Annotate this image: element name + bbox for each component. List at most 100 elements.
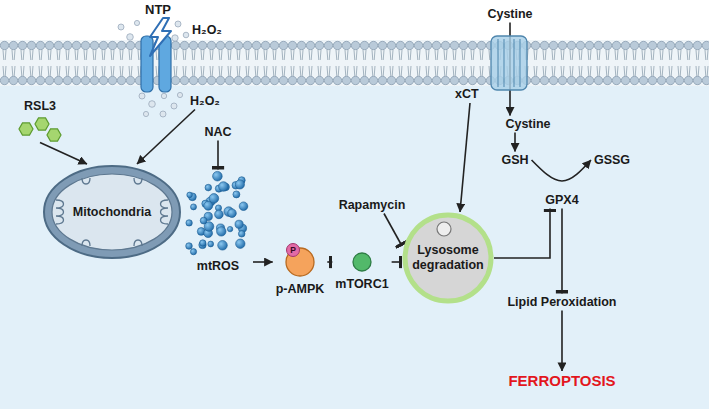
inhibition-line xyxy=(327,261,332,263)
inhibition-line xyxy=(392,261,402,263)
cytoplasm xyxy=(0,62,709,409)
protein-body xyxy=(353,253,371,271)
ros-dot xyxy=(235,179,244,188)
molecule-dot xyxy=(149,101,156,108)
node-text: FERROPTOSIS xyxy=(505,371,618,391)
ros-dot xyxy=(215,210,224,219)
node-text: GPX4 xyxy=(542,192,581,209)
molecule-dot xyxy=(139,93,145,99)
transporter-body xyxy=(491,36,527,90)
node-hex: RSL3 xyxy=(13,98,67,143)
ros-dot xyxy=(217,226,226,235)
activation-arrow xyxy=(514,133,516,152)
node-text: H₂O₂ xyxy=(187,93,223,110)
activation-arrow xyxy=(253,261,273,263)
node-mito: Mitochondria xyxy=(42,164,182,260)
ros-dot xyxy=(239,201,248,210)
hexagon xyxy=(35,117,49,129)
molecule-dot xyxy=(177,92,182,97)
activation-arrow xyxy=(460,103,470,212)
xct-transporter xyxy=(490,35,528,91)
node-text: RSL3 xyxy=(13,98,67,115)
ros-dot xyxy=(204,201,213,210)
node-text: GPX4 xyxy=(542,192,581,209)
ros-cluster xyxy=(183,170,253,258)
ros-dot xyxy=(191,203,197,209)
ros-dot xyxy=(219,181,229,191)
molecule-dot xyxy=(171,103,177,109)
node-xct: xCT xyxy=(450,33,530,103)
channel-half xyxy=(141,36,153,92)
transporter-stripes xyxy=(498,39,520,87)
node-text: xCT xyxy=(452,86,482,103)
ros-dot xyxy=(228,208,237,217)
node-text: GSH xyxy=(498,152,531,169)
molecule-dot xyxy=(134,20,139,25)
molecule-dot xyxy=(127,34,134,41)
lysosome-body xyxy=(405,215,491,301)
node-text: Cystine xyxy=(502,116,553,133)
ros-dot xyxy=(200,239,206,245)
node-text: GSH xyxy=(498,152,531,169)
node-text: H₂O₂ xyxy=(187,93,223,110)
molecule-dot xyxy=(183,32,189,38)
node-text: Lysosome degradation xyxy=(408,243,488,273)
ros-dot xyxy=(186,242,193,249)
molecule-dot xyxy=(143,111,148,116)
node-text: Mitochondria xyxy=(70,204,154,221)
ros-dot xyxy=(236,239,245,248)
activation-arrow xyxy=(40,143,87,165)
ros-dot xyxy=(218,240,228,250)
activation-arrow xyxy=(137,110,195,165)
protein-circle xyxy=(351,251,373,273)
vesicle xyxy=(437,222,451,236)
hexagon xyxy=(47,128,61,140)
molecule-dot xyxy=(172,35,178,41)
lightning-bolt xyxy=(150,18,171,56)
rsl3-molecule xyxy=(13,115,67,143)
h2o2-molecules xyxy=(118,20,189,117)
inhibition-line xyxy=(217,141,219,170)
node-circ: mTORC1 xyxy=(332,251,391,293)
node-text: FERROPTOSIS xyxy=(505,371,618,391)
ros-dot xyxy=(205,184,212,191)
inhibition-line xyxy=(494,209,550,259)
node-circ: p-AMPK xyxy=(273,246,328,298)
free-label: H₂O₂ xyxy=(192,23,222,38)
node-text: mTORC1 xyxy=(332,276,391,293)
ros-dot xyxy=(186,219,192,225)
activation-arrow xyxy=(532,160,591,181)
ros-dot xyxy=(238,230,245,237)
node-text: Rapamycin xyxy=(336,197,409,214)
ros-dot xyxy=(233,190,240,197)
node-text: Cystine xyxy=(502,116,553,133)
node-text: Cystine xyxy=(484,6,535,23)
molecule-dot xyxy=(160,111,166,117)
node-text: GSSG xyxy=(591,152,633,169)
node-text: Rapamycin xyxy=(336,197,409,214)
ros-dot xyxy=(227,226,232,231)
cristae xyxy=(56,178,168,246)
inhibition-line xyxy=(561,209,563,294)
node-text: GSSG xyxy=(591,152,633,169)
hexagon xyxy=(19,122,33,134)
node-text: p-AMPK xyxy=(273,281,328,298)
node-text: NAC xyxy=(201,124,234,141)
molecule-dot xyxy=(118,24,124,30)
node-text: Lipid Peroxidation xyxy=(504,294,619,311)
node-lyso: Lysosome degradation xyxy=(402,212,494,304)
node-text: Cystine xyxy=(484,6,535,23)
inner-membrane xyxy=(52,174,172,250)
free-label: NTP xyxy=(145,2,171,18)
cell-membrane xyxy=(0,40,709,86)
node-text: Lipid Peroxidation xyxy=(504,294,619,311)
ros-dot xyxy=(208,241,214,247)
ros-dot xyxy=(200,217,207,224)
ros-dot xyxy=(213,171,223,181)
phospho-tag: P xyxy=(286,243,300,257)
ros-dot xyxy=(190,248,196,254)
inhibition-line xyxy=(384,214,402,247)
molecule-dot xyxy=(161,93,166,98)
node-text: NAC xyxy=(201,124,234,141)
outer-membrane xyxy=(44,166,180,258)
